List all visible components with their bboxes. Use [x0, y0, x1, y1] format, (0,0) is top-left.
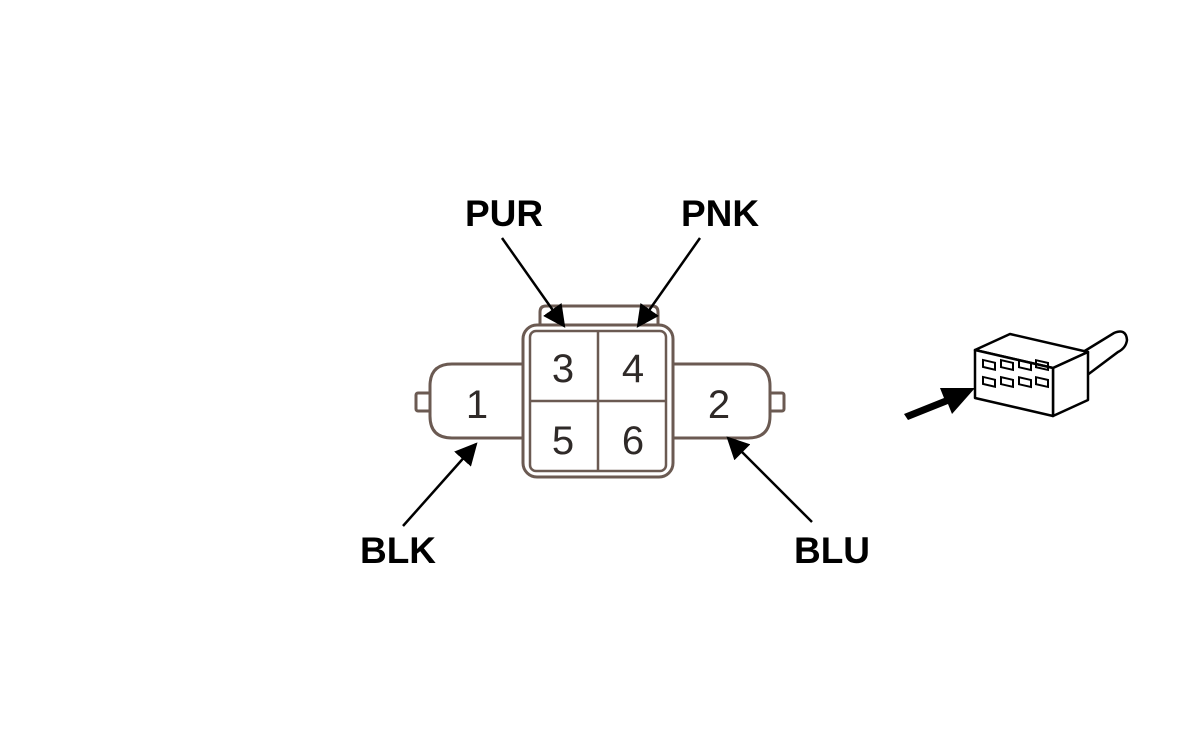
left-wing: [414, 362, 532, 440]
arrow-icon: [904, 388, 975, 420]
right-wing: [666, 362, 786, 440]
wire-label-blu: BLU: [794, 530, 870, 571]
pin-2-number: 2: [708, 383, 730, 427]
wire-label-blk: BLK: [360, 530, 436, 571]
blu-leader-arrow: [726, 436, 813, 523]
pin-4-number: 4: [622, 347, 644, 391]
pin-3-number: 3: [552, 347, 574, 391]
wire-label-pur: PUR: [465, 193, 543, 234]
connector-locator-icon: [973, 330, 1129, 418]
pin-5-number: 5: [552, 419, 574, 463]
pin-6-number: 6: [622, 419, 644, 463]
blk-leader-arrow: [402, 442, 478, 527]
pur-leader-arrow: [500, 237, 566, 328]
pnk-leader-arrow: [636, 237, 702, 328]
connector-face: 1 2 3 4 5 6: [414, 304, 786, 479]
wire-label-pnk: PNK: [681, 193, 759, 234]
pin-1-number: 1: [466, 383, 488, 427]
